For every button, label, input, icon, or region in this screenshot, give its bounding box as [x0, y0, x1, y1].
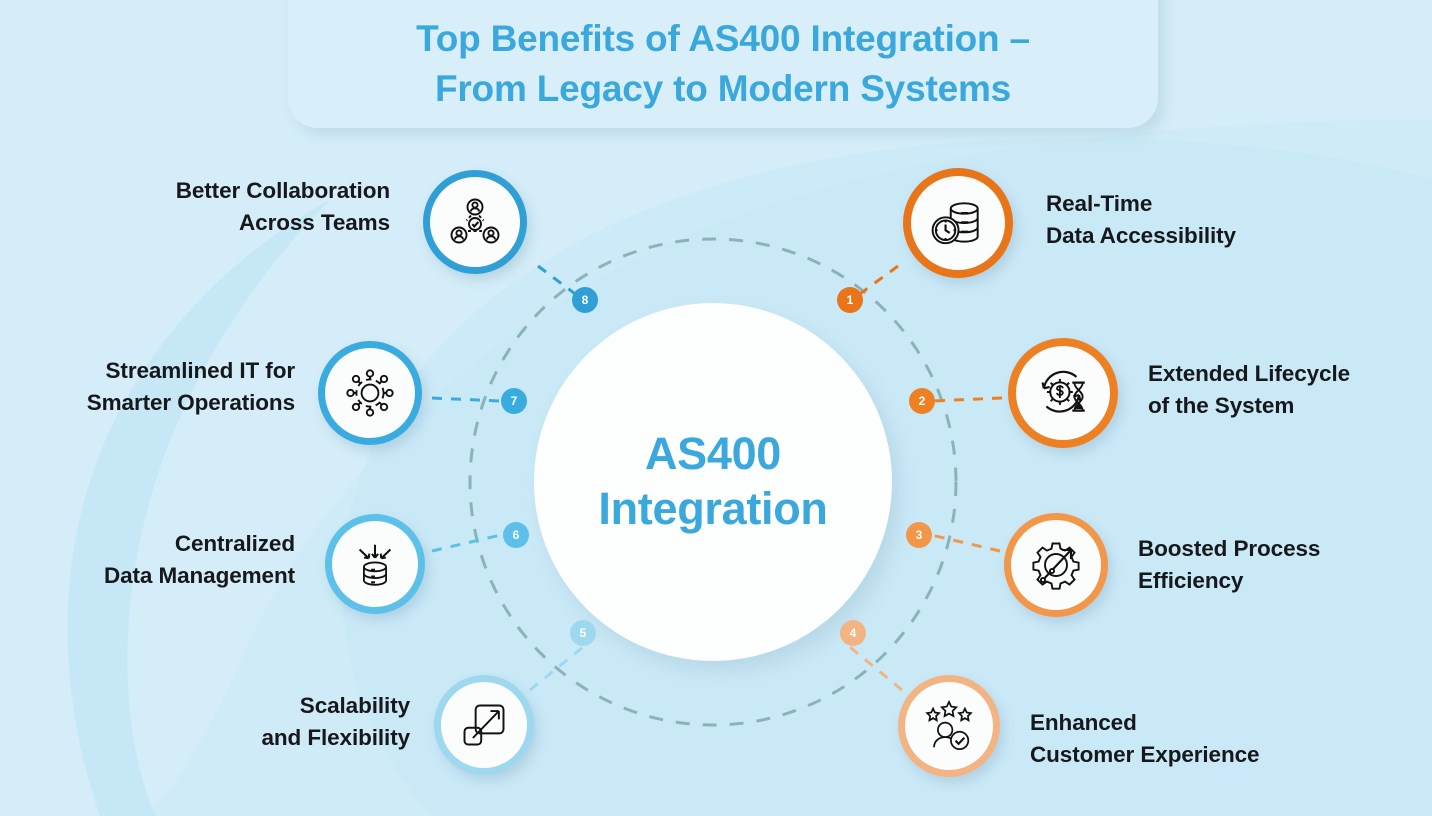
node-6-label: Centralized Data Management	[103, 531, 295, 588]
badge-3[interactable]: 3	[906, 522, 932, 548]
node-4-label: Enhanced Customer Experience	[1030, 710, 1260, 767]
node-3-label: Boosted Process Efficiency	[1138, 536, 1321, 593]
center-hub: AS400 Integration	[534, 303, 892, 661]
node-4-icon-ring[interactable]	[898, 675, 1000, 777]
team-collaboration-icon	[450, 198, 500, 244]
stars-user-check-icon	[925, 699, 973, 751]
center-hub-label: AS400 Integration	[598, 428, 828, 534]
database-clock-icon	[931, 202, 979, 245]
badge-6[interactable]: 6	[503, 522, 529, 548]
connector-6	[431, 532, 506, 553]
badge-3-number: 3	[915, 528, 923, 542]
node-5-icon-ring[interactable]	[434, 675, 534, 775]
node-8-icon-ring[interactable]	[423, 170, 527, 274]
connector-7	[431, 396, 501, 403]
badge-8-number: 8	[581, 293, 589, 307]
badge-7-number: 7	[510, 394, 518, 408]
connector-4	[844, 641, 903, 692]
node-7-label: Streamlined IT for Smarter Operations	[86, 358, 295, 415]
page-title: Top Benefits of AS400 Integration – From…	[416, 18, 1030, 110]
scale-expand-arrow-icon	[463, 704, 505, 746]
gear-dollar-hourglass-icon	[1041, 370, 1085, 413]
badge-2[interactable]: 2	[909, 388, 935, 414]
connector-1	[856, 264, 899, 298]
node-1-icon-ring[interactable]	[903, 168, 1013, 278]
badge-4-number: 4	[849, 626, 857, 640]
badge-6-number: 6	[512, 528, 520, 542]
dashed-orbit-ring	[468, 237, 958, 727]
connector-8	[537, 264, 579, 298]
connector-5	[529, 641, 589, 692]
badge-8[interactable]: 8	[572, 287, 598, 313]
node-1-label: Real-Time Data Accessibility	[1046, 191, 1236, 248]
node-2-label: Extended Lifecycle of the System	[1148, 361, 1351, 418]
node-8-label: Better Collaboration Across Teams	[175, 178, 390, 235]
connector-2	[931, 396, 1003, 403]
badge-7[interactable]: 7	[501, 388, 527, 414]
badge-1-number: 1	[846, 293, 854, 307]
badge-4[interactable]: 4	[840, 620, 866, 646]
badge-2-number: 2	[918, 394, 926, 408]
node-2-icon-ring[interactable]	[1008, 338, 1118, 448]
node-7-icon-ring[interactable]	[318, 341, 422, 445]
node-5-label: Scalability and Flexibility	[261, 693, 410, 750]
node-3-icon-ring[interactable]	[1004, 513, 1108, 617]
title-card: Top Benefits of AS400 Integration – From…	[288, 0, 1158, 128]
gear-arrow-up-icon	[1032, 542, 1080, 590]
database-inbound-arrows-icon	[358, 544, 392, 586]
badge-5-number: 5	[579, 626, 587, 640]
badge-5[interactable]: 5	[570, 620, 596, 646]
badge-1[interactable]: 1	[837, 287, 863, 313]
connector-3	[926, 532, 1001, 553]
node-6-icon-ring[interactable]	[325, 514, 425, 614]
network-hub-icon	[346, 369, 394, 417]
